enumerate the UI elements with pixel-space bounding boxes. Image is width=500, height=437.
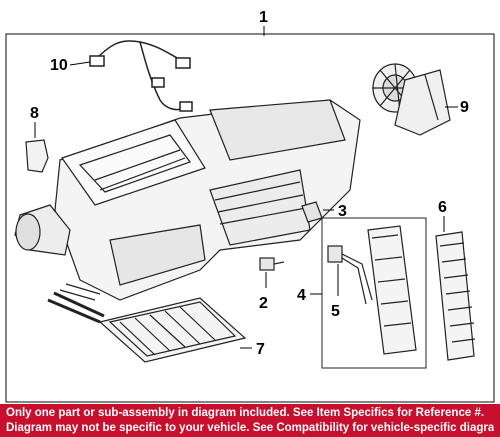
disclaimer-line-2: Diagram may not be specific to your vehi… bbox=[6, 422, 494, 434]
hvac-case-assembly bbox=[14, 99, 361, 301]
callout-1: 1 bbox=[259, 9, 268, 26]
evaporator-inset-box bbox=[321, 217, 427, 369]
expansion-valve bbox=[327, 245, 373, 305]
disclaimer-banner: Only one part or sub-assembly in diagram… bbox=[0, 404, 500, 437]
callout-6: 6 bbox=[438, 199, 447, 216]
callout-5: 5 bbox=[331, 303, 340, 320]
sensor-part bbox=[259, 257, 285, 271]
callout-4: 4 bbox=[297, 287, 306, 304]
callout-10: 10 bbox=[50, 57, 68, 74]
disclaimer-line-1: Only one part or sub-assembly in diagram… bbox=[6, 407, 485, 419]
wiring-harness bbox=[89, 40, 193, 112]
callout-2: 2 bbox=[259, 295, 268, 312]
heater-core bbox=[47, 283, 247, 363]
callout-9: 9 bbox=[460, 99, 469, 116]
bracket-part bbox=[25, 139, 49, 173]
callout-7: 7 bbox=[256, 341, 265, 358]
callout-8: 8 bbox=[30, 105, 39, 122]
blower-motor bbox=[372, 63, 451, 136]
diagram-frame bbox=[5, 33, 495, 403]
cabin-air-filter bbox=[435, 231, 476, 361]
evaporator-core bbox=[367, 225, 417, 355]
leader-10 bbox=[69, 61, 91, 66]
callout-3: 3 bbox=[338, 203, 347, 220]
